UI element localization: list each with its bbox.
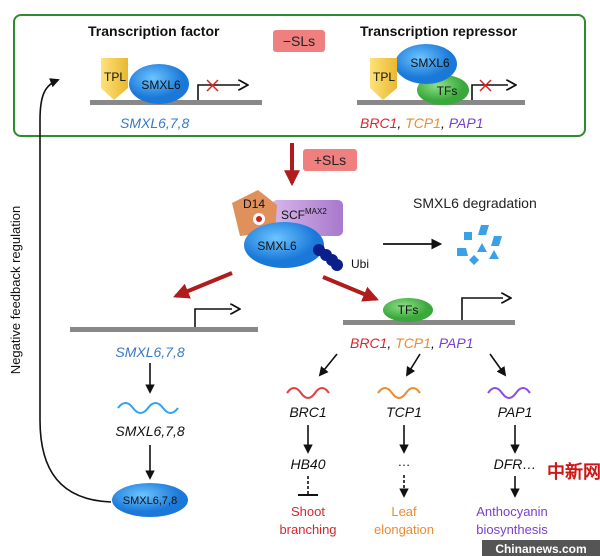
anthocyanin-label-2: biosynthesis [476, 522, 548, 537]
dna-line [90, 100, 262, 105]
pap1-transcript: PAP1 [498, 404, 533, 420]
d14-receptor [232, 190, 277, 236]
degraded-fragments-icon [457, 225, 502, 265]
tfs-label: TFs [437, 84, 458, 98]
tpl-protein [101, 58, 128, 100]
blocked-x-icon [206, 79, 219, 92]
feedback-label: Negative feedback regulation [8, 206, 23, 374]
shoot-branching-label: Shoot [291, 504, 325, 519]
smxl6-protein [395, 44, 457, 84]
column-tcp1: TCP1 … Leaf elongation [374, 387, 434, 537]
red-arrow-right [322, 275, 379, 302]
sl-molecule [256, 216, 262, 222]
arrow-to-tcp1 [405, 353, 421, 377]
mrna-wave-icon [487, 387, 531, 399]
blocked-x-icon [479, 79, 492, 92]
smxl678-protein [112, 483, 188, 517]
scf-label: SCFMAX2 [281, 207, 327, 222]
minus-sl-badge [273, 30, 325, 52]
tfs-label: TFs [398, 303, 419, 317]
hb40-label: HB40 [290, 456, 325, 472]
minus-sl-label: −SLs [283, 33, 315, 49]
promoter-arrow [461, 298, 503, 320]
watermark-site: Chinanews.com [495, 542, 586, 556]
tpl-label: TPL [373, 70, 395, 84]
promoter-arrow [197, 85, 240, 100]
tfs-protein [383, 298, 433, 322]
anthocyanin-label: Anthocyanin [476, 504, 548, 519]
mrna-wave-icon [377, 387, 421, 399]
d14-label: D14 [243, 197, 265, 211]
tpl-protein [370, 58, 397, 100]
mrna-wave-icon [117, 402, 179, 414]
feedback-arrow [39, 78, 112, 503]
red-arrow-left [173, 271, 233, 299]
tpl-label: TPL [104, 70, 126, 84]
transcription-factor-title: Transcription factor [88, 23, 220, 39]
promoter-arrow [194, 309, 232, 327]
tcp1-transcript: TCP1 [386, 404, 422, 420]
smxl678-protein-label: SMXL6,7,8 [123, 495, 177, 507]
shoot-branching-label-2: branching [279, 522, 336, 537]
watermark-bar [482, 540, 600, 556]
ubiquitin-chain [313, 244, 343, 271]
dfr-label: DFR… [494, 456, 537, 472]
dna-line [70, 327, 258, 332]
plus-sl-badge [303, 149, 357, 171]
degradation-label: SMXL6 degradation [413, 195, 537, 211]
ubi-label: Ubi [351, 257, 369, 271]
smxl678-gene-label: SMXL6,7,8 [120, 115, 189, 131]
smxl678-gene-label: SMXL6,7,8 [115, 344, 184, 360]
plus-sl-label: +SLs [314, 152, 346, 168]
leaf-elongation-label-2: elongation [374, 522, 434, 537]
target-genes-label: BRC1, TCP1, PAP1 [360, 115, 483, 131]
target-genes-label: BRC1, TCP1, PAP1 [350, 335, 473, 351]
smxl678-transcript-label: SMXL6,7,8 [115, 423, 184, 439]
tcp1-target-label: … [398, 454, 411, 469]
arrow-to-brc1 [318, 353, 338, 377]
smxl6-label: SMXL6 [410, 56, 450, 70]
leaf-elongation-label: Leaf [391, 504, 417, 519]
column-pap1: PAP1 DFR… Anthocyanin biosynthesis [476, 387, 548, 537]
smxl6-label: SMXL6 [257, 239, 297, 253]
no-sl-state-box [13, 14, 586, 137]
brc1-transcript: BRC1 [289, 404, 326, 420]
dna-line [343, 320, 515, 325]
column-brc1: BRC1 HB40 Shoot branching [279, 387, 337, 537]
arrow-to-pap1 [489, 353, 507, 377]
transcription-repressor-title: Transcription repressor [360, 23, 518, 39]
mrna-wave-icon [286, 387, 330, 399]
smxl6-protein [129, 64, 189, 104]
watermark-logo: 中新网 [547, 461, 600, 482]
smxl6-label: SMXL6 [141, 78, 181, 92]
promoter-arrow [471, 85, 508, 100]
smxl6-protein [244, 222, 324, 268]
